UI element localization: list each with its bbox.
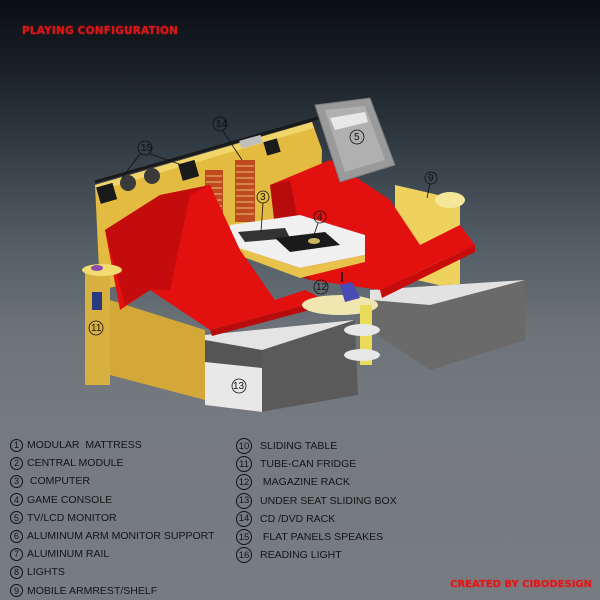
callout-3 — [256, 190, 270, 233]
legend-item: 7 ALUMINUM RAIL — [10, 545, 214, 563]
legend-label: LIGHTS — [27, 566, 65, 579]
sliding-table — [302, 295, 378, 315]
legend-label: MOBILE ARMREST/SHELF — [27, 584, 158, 597]
legend-item: 10 SLIDING TABLE — [236, 437, 397, 455]
legend-item: 3 COMPUTER — [10, 472, 214, 490]
legend-item: 5 TV/LCD MONITOR — [10, 509, 214, 527]
callout-14 — [212, 116, 243, 161]
callout-13 — [231, 378, 247, 394]
legend-number: 15 — [236, 529, 252, 546]
aluminum-rail — [94, 116, 319, 184]
legend-label: READING LIGHT — [260, 549, 342, 562]
legend-number: 5 — [10, 511, 23, 525]
cd-rack — [235, 160, 255, 222]
left-side-panel — [110, 300, 205, 400]
phone — [340, 282, 360, 302]
legend-item: 12 MAGAZINE RACK — [236, 473, 397, 491]
legend-label: CD /DVD RACK — [260, 512, 336, 525]
legend-label: TUBE-CAN FRIDGE — [260, 458, 357, 471]
legend-item: 4 GAME CONSOLE — [10, 491, 214, 509]
credit-text: CREATED BY CIBODESIGN — [450, 579, 592, 590]
legend-item: 8 LIGHTS — [10, 563, 214, 581]
callouts — [88, 116, 438, 394]
legend-label: TV/LCD MONITOR — [27, 511, 117, 524]
legend-number: 10 — [236, 438, 252, 455]
legend-number: 8 — [10, 565, 23, 579]
legend-item: 15 FLAT PANELS SPEAKES — [236, 528, 397, 546]
legend-number: 7 — [10, 547, 23, 561]
callout-14-label: 14 — [216, 119, 228, 130]
legend-number: 1 — [10, 438, 23, 452]
legend-item: 6 ALUMINUM ARM MONITOR SUPPORT — [10, 527, 214, 545]
callout-11 — [88, 320, 104, 336]
callout-12-label: 12 — [316, 282, 328, 293]
legend-number: 14 — [236, 510, 252, 527]
legend-number: 6 — [10, 529, 23, 543]
page-title: PLAYING CONFIGURATION — [22, 25, 179, 37]
legend-label: GAME CONSOLE — [27, 493, 113, 506]
legend-label: UNDER SEAT SLIDING BOX — [260, 494, 397, 507]
legend-label: COMPUTER — [27, 475, 90, 488]
legend-label: MODULAR MATTRESS — [27, 439, 142, 452]
light — [144, 168, 160, 184]
callout-5-label: 5 — [354, 132, 360, 143]
legend-label: CENTRAL MODULE — [27, 457, 124, 470]
legend-item: 14 CD /DVD RACK — [236, 510, 397, 528]
legend-number: 13 — [236, 492, 252, 509]
callout-12 — [313, 279, 329, 295]
callout-3-label: 3 — [260, 192, 266, 203]
legend-number: 3 — [10, 474, 23, 488]
legend-item: 16 READING LIGHT — [236, 546, 397, 564]
callout-4-label: 4 — [317, 212, 323, 223]
legend-number: 16 — [236, 547, 252, 564]
callout-11-label: 11 — [91, 323, 102, 334]
legend-item: 2 CENTRAL MODULE — [10, 454, 214, 472]
callout-5 — [349, 129, 365, 145]
legend-label: ALUMINUM RAIL — [27, 548, 110, 561]
callout-13-label: 13 — [233, 381, 245, 392]
speaker — [263, 138, 281, 156]
legend-label: ALUMINUM ARM MONITOR SUPPORT — [27, 530, 215, 543]
legend-item: 11 TUBE-CAN FRIDGE — [236, 455, 397, 473]
sofa-bed-illustration: 15 14 3 4 5 9 11 12 13 — [82, 97, 525, 412]
callout-15-label: 15 — [141, 143, 153, 154]
legend-label: SLIDING TABLE — [260, 440, 338, 453]
legend-right: 10 SLIDING TABLE 11 TUBE-CAN FRIDGE 12 MAG… — [236, 437, 397, 564]
legend-label: FLAT PANELS SPEAKES — [260, 531, 384, 544]
legend-item: 13 UNDER SEAT SLIDING BOX — [236, 492, 397, 510]
light — [120, 175, 136, 191]
game-console — [275, 232, 340, 252]
callout-9-label: 9 — [428, 173, 434, 184]
callout-15 — [121, 140, 186, 179]
legend-label: MAGAZINE RACK — [260, 476, 350, 489]
callout-9 — [424, 171, 438, 199]
legend-number: 9 — [10, 584, 23, 598]
legend-left: 1 MODULAR MATTRESS 2 CENTRAL MODULE 3 COMP… — [10, 436, 214, 600]
legend-number: 12 — [236, 474, 252, 491]
legend-number: 11 — [236, 456, 252, 473]
speaker — [96, 182, 118, 204]
legend-number: 2 — [10, 456, 23, 470]
legend-item: 1 MODULAR MATTRESS — [10, 436, 214, 454]
legend-item: 9 MOBILE ARMREST/SHELF — [10, 582, 214, 600]
legend-number: 4 — [10, 493, 23, 507]
callout-4 — [312, 210, 327, 239]
